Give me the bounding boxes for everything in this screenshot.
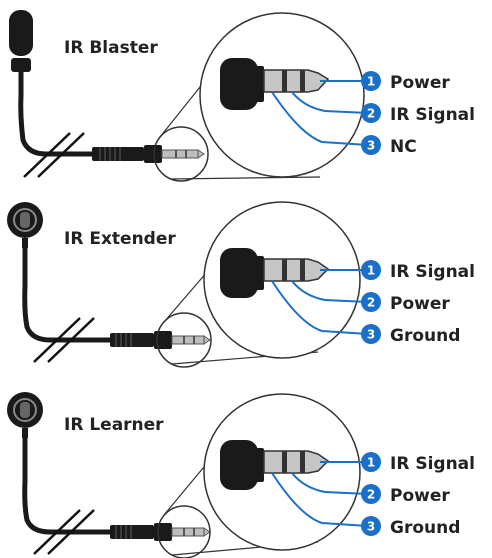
ir-receiver-eye-icon: [7, 392, 43, 438]
pin1-label: IR Signal: [390, 262, 475, 282]
pin2-label: IR Signal: [390, 105, 475, 125]
cable: [18, 69, 95, 157]
device-label: IR Blaster: [64, 38, 158, 58]
pin2-leader: [291, 472, 369, 495]
pin3-badge: 3: [361, 324, 381, 344]
pin2-badge: 2: [361, 103, 381, 123]
device-label: IR Extender: [64, 229, 176, 249]
svg-text:1: 1: [367, 456, 375, 470]
pin2-label: Power: [390, 486, 450, 506]
pin3-badge: 3: [361, 516, 381, 536]
zoom-circle-small: [157, 505, 211, 558]
zoom-circle-small: [156, 312, 212, 368]
cable: [22, 435, 123, 535]
cable-break-mark: [23, 132, 85, 178]
svg-text:3: 3: [367, 139, 375, 153]
zoom-circle-large: [199, 12, 365, 178]
svg-text:3: 3: [367, 520, 375, 534]
device-label: IR Learner: [64, 415, 164, 435]
pin1-badge: 1: [361, 71, 381, 91]
plug-small: [110, 331, 211, 349]
ir-receiver-eye-icon: [7, 202, 43, 248]
zoom-circle-small: [153, 126, 209, 182]
pin2-badge: 2: [361, 484, 381, 504]
pin3-leader: [271, 472, 369, 527]
pin2-leader: [291, 91, 369, 114]
plug-enlarged: [220, 248, 330, 298]
cable-break-mark: [33, 509, 95, 555]
plug-enlarged: [220, 58, 330, 110]
pin3-leader: [271, 280, 369, 335]
svg-text:2: 2: [367, 296, 375, 310]
pin3-label: Ground: [390, 326, 460, 346]
cable: [22, 245, 123, 343]
pin2-badge: 2: [361, 292, 381, 312]
pin3-label: Ground: [390, 518, 460, 538]
pin2-label: Power: [390, 294, 450, 314]
pin3-badge: 3: [361, 135, 381, 155]
plug-enlarged: [220, 440, 330, 490]
panel-ir-extender: 1 2 3 IR Signal Power Ground IR Extender: [7, 201, 475, 368]
panel-ir-learner: 1 2 3 IR Signal Power Ground IR Learner: [7, 392, 475, 558]
pin1-label: IR Signal: [390, 454, 475, 474]
pin3-label: NC: [390, 137, 417, 157]
svg-text:3: 3: [367, 328, 375, 342]
plug-small: [92, 145, 205, 163]
svg-text:2: 2: [367, 107, 375, 121]
plug-small: [110, 523, 211, 541]
svg-text:1: 1: [367, 75, 375, 89]
pin1-badge: 1: [361, 452, 381, 472]
pin1-label: Power: [390, 73, 450, 93]
panel-ir-blaster: 1 2 3 Power IR Signal NC IR Blaster: [9, 10, 475, 182]
cable-break-mark: [33, 317, 95, 363]
ir-blaster-emitter-icon: [9, 10, 33, 72]
pin3-leader: [271, 91, 369, 146]
svg-text:2: 2: [367, 488, 375, 502]
pin1-badge: 1: [361, 260, 381, 280]
svg-text:1: 1: [367, 264, 375, 278]
pin2-leader: [291, 280, 369, 303]
